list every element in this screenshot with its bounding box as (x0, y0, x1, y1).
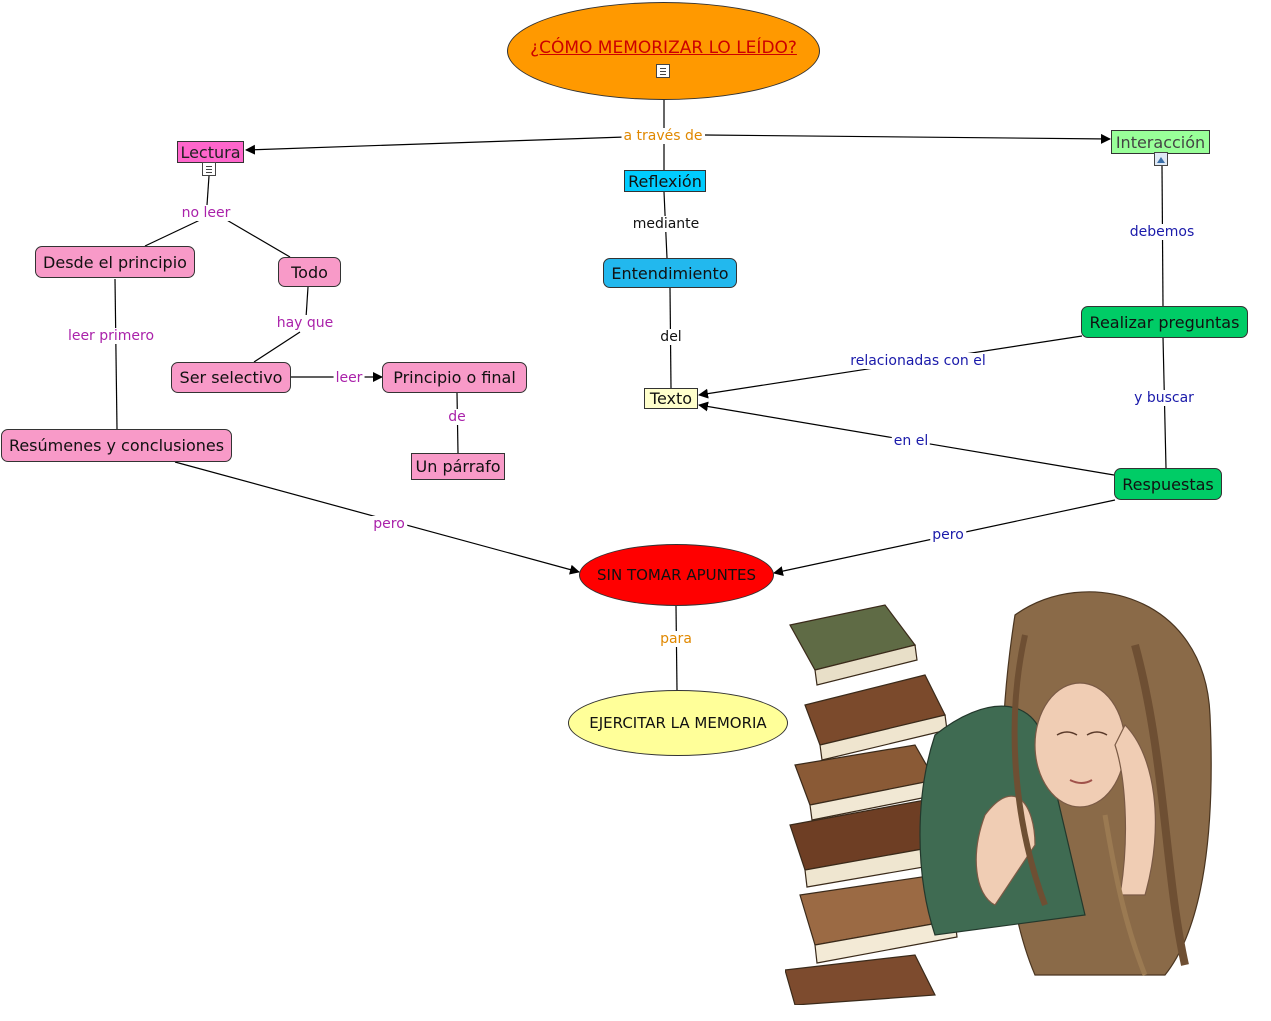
link-leer-primero: leer primero (65, 328, 157, 344)
document-icon[interactable] (202, 162, 216, 176)
node-entendimiento-label: Entendimiento (611, 263, 729, 283)
link-leer: leer (333, 370, 365, 386)
link-a-traves-de: a través de (621, 128, 705, 144)
node-un-parrafo[interactable]: Un párrafo (411, 453, 505, 480)
node-sin-tomar-apuntes[interactable]: SIN TOMAR APUNTES (579, 544, 774, 606)
node-desde-principio-label: Desde el principio (43, 252, 187, 272)
line-lectura-noleer (206, 175, 210, 206)
node-realizar-preguntas[interactable]: Realizar preguntas (1081, 306, 1248, 338)
line-noleer-todo (224, 218, 291, 258)
link-mediante: mediante (630, 216, 702, 232)
node-interaccion-label: Interacción (1115, 132, 1206, 152)
node-lectura[interactable]: Lectura (177, 141, 244, 163)
node-ser-selectivo-label: Ser selectivo (179, 368, 283, 387)
link-pero-right: pero (930, 527, 966, 543)
node-lectura-label: Lectura (180, 142, 241, 162)
line-hayque-selectivo (253, 331, 301, 363)
node-resumenes[interactable]: Resúmenes y conclusiones (1, 429, 232, 462)
node-reflexion-label: Reflexión (628, 171, 702, 191)
line-todo-selectivo (305, 286, 309, 319)
document-icon[interactable] (656, 64, 670, 78)
title-node[interactable]: ¿CÓMO MEMORIZAR LO LEÍDO? (507, 2, 820, 100)
link-pero-left: pero (371, 516, 407, 532)
node-texto[interactable]: Texto (644, 388, 698, 409)
node-todo-label: Todo (291, 262, 328, 282)
link-en-el: en el (891, 433, 931, 449)
line-hub-interaccion (704, 133, 1111, 144)
node-ser-selectivo[interactable]: Ser selectivo (171, 362, 291, 393)
node-reflexion[interactable]: Reflexión (624, 170, 706, 192)
node-texto-label: Texto (649, 389, 693, 408)
node-ejercitar-memoria[interactable]: EJERCITAR LA MEMORIA (568, 690, 788, 756)
image-icon[interactable] (1154, 152, 1168, 166)
node-un-parrafo-label: Un párrafo (415, 457, 501, 476)
title-text[interactable]: ¿CÓMO MEMORIZAR LO LEÍDO? (530, 38, 797, 58)
link-de: de (446, 409, 468, 425)
line-hub-lectura (245, 136, 626, 155)
node-todo[interactable]: Todo (278, 257, 341, 287)
link-no-leer: no leer (179, 205, 233, 221)
node-realizar-preguntas-label: Realizar preguntas (1089, 312, 1240, 332)
link-relacionadas-con-el: relacionadas con el (848, 353, 988, 369)
node-respuestas[interactable]: Respuestas (1114, 468, 1222, 500)
node-respuestas-label: Respuestas (1122, 474, 1214, 494)
link-hay-que: hay que (274, 315, 336, 331)
node-principio-final-label: Principio o final (393, 368, 516, 387)
node-principio-final[interactable]: Principio o final (382, 362, 527, 393)
node-resumenes-label: Resúmenes y conclusiones (8, 436, 225, 455)
link-para: para (658, 631, 694, 647)
line-noleer-desde (144, 219, 201, 247)
line-desde-resumenes (114, 278, 118, 430)
link-y-buscar: y buscar (1132, 390, 1196, 406)
node-sin-tomar-apuntes-label: SIN TOMAR APUNTES (597, 566, 756, 584)
link-debemos: debemos (1127, 224, 1197, 240)
node-desde-principio[interactable]: Desde el principio (35, 246, 195, 278)
line-sinapuntes-ejercitar (675, 605, 678, 691)
node-entendimiento[interactable]: Entendimiento (603, 258, 737, 288)
node-interaccion[interactable]: Interacción (1111, 130, 1210, 154)
node-ejercitar-memoria-label: EJERCITAR LA MEMORIA (589, 714, 767, 732)
link-del: del (658, 329, 684, 345)
drawing-of-girl-with-books (785, 591, 1212, 1005)
